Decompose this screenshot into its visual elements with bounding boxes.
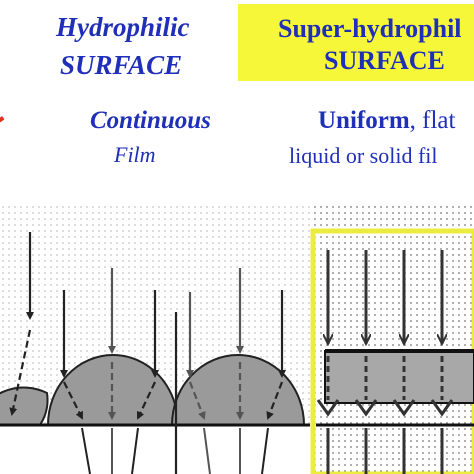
arrowhead xyxy=(392,399,416,417)
right-desc-bold: Uniform xyxy=(318,107,410,134)
exit-ray xyxy=(131,427,139,474)
yellow-frame xyxy=(310,228,474,474)
arrowhead xyxy=(354,399,378,417)
incoming-rays-right xyxy=(328,250,442,344)
exit-ray xyxy=(203,427,211,474)
exit-ray xyxy=(81,427,91,474)
right-desc-line1: Uniform, flat xyxy=(318,107,455,135)
right-desc-line2: liquid or solid fil xyxy=(289,143,438,168)
right-desc-rest: , flat xyxy=(409,107,456,134)
transmitted-rays-left xyxy=(81,427,269,474)
film-ray-heads-right xyxy=(316,399,454,417)
liquid-film xyxy=(324,350,474,404)
dashed-ray xyxy=(188,381,206,420)
arrowhead xyxy=(430,399,454,417)
exit-ray xyxy=(261,427,269,474)
right-title-line2: SURFACE xyxy=(324,46,445,75)
refracted-rays-left xyxy=(9,329,284,420)
arrowhead xyxy=(316,399,340,417)
left-desc-line2: Film xyxy=(114,142,156,167)
incoming-rays-left xyxy=(26,232,286,474)
dashed-ray xyxy=(9,329,32,416)
film-rays-right xyxy=(326,356,444,400)
transmitted-rays-right xyxy=(326,428,444,474)
left-desc-line1: Continuous xyxy=(90,107,211,134)
left-substrate-body xyxy=(0,425,310,474)
left-title-line1: Hydrophilic xyxy=(56,12,190,42)
left-title-line2: SURFACE xyxy=(60,50,183,80)
highlight-box xyxy=(238,4,474,81)
droplet-1 xyxy=(0,386,49,426)
right-title-line1: Super-hydrophil xyxy=(278,14,462,43)
right-panel-background xyxy=(310,205,474,474)
dashed-ray xyxy=(266,381,284,420)
dashed-ray xyxy=(136,381,156,420)
dashed-ray xyxy=(63,381,83,420)
left-substrate xyxy=(0,423,310,474)
uniform-film-panel xyxy=(310,228,474,474)
